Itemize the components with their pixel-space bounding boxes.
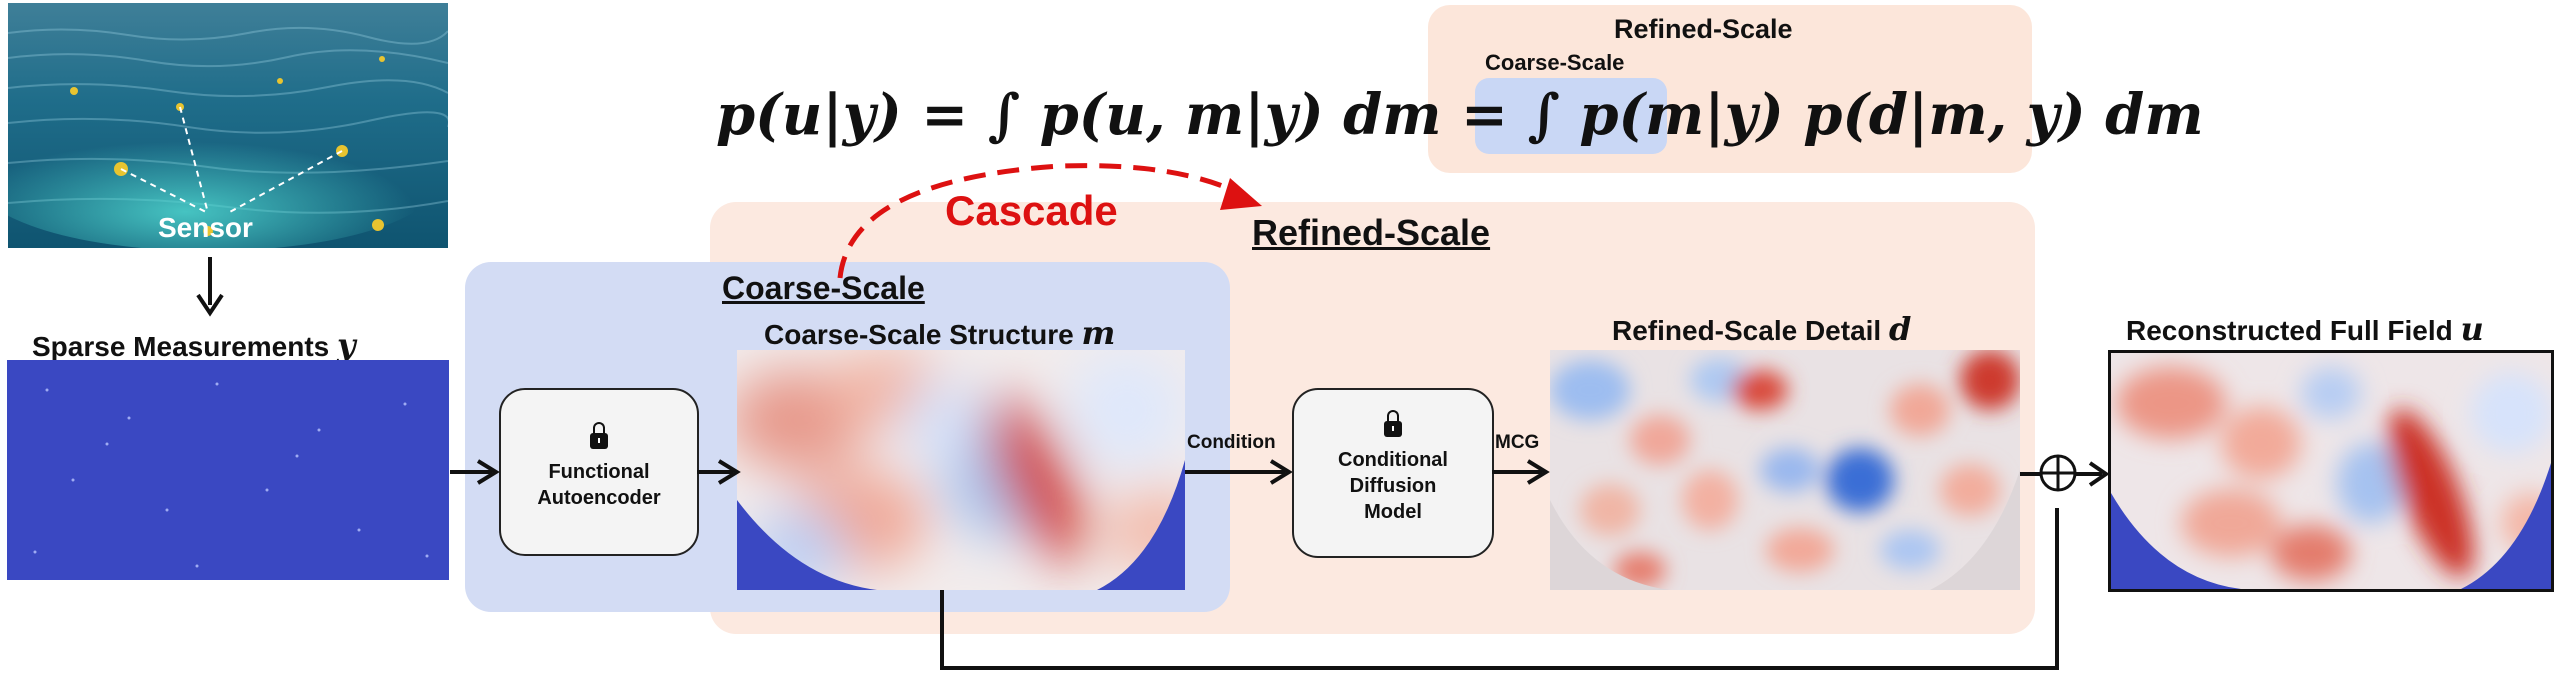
refined-detail-field: [1550, 350, 2020, 590]
autoencoder-line2: Autoencoder: [537, 487, 661, 509]
refined-detail-title: Refined-Scale Detail d: [1612, 310, 1911, 348]
formula-main: p(u|y) = ∫ p(u, m|y) dm = ∫ p(m|y) p(d|m…: [716, 82, 2204, 148]
functional-autoencoder-box: Functional Autoencoder: [499, 388, 699, 556]
coarse-term-highlight: [1475, 78, 1667, 154]
sensor-label: Sensor: [158, 212, 253, 243]
skip-connection: [940, 508, 2059, 670]
diffusion-line3: Model: [1364, 501, 1422, 523]
coarse-structure-title-text: Coarse-Scale Structure: [764, 319, 1074, 350]
diffusion-line1: Conditional: [1338, 449, 1448, 471]
formula-refined-term: p(d|m, y) dm: [1803, 82, 2204, 148]
arrow-mcg: [1492, 459, 1550, 485]
reconstructed-title-text: Reconstructed Full Field: [2126, 315, 2453, 346]
coarse-structure-title: Coarse-Scale Structure m: [764, 314, 1115, 352]
ocean-sensor-photo: [8, 3, 448, 248]
cascade-arrow: [837, 163, 1262, 279]
sparse-symbol: y: [337, 326, 356, 364]
formula-refined-label: Refined-Scale: [1614, 14, 1793, 44]
refined-panel-title: Refined-Scale: [1252, 212, 1491, 253]
reconstructed-field: [2108, 350, 2554, 592]
reconstructed-symbol: u: [2460, 310, 2484, 348]
oplus-icon: [2039, 454, 2077, 492]
lock-icon: [1384, 410, 1402, 437]
refined-detail-symbol: d: [1888, 310, 1912, 348]
coarse-structure-symbol: m: [1081, 314, 1116, 352]
coarse-panel-title: Coarse-Scale: [722, 270, 925, 306]
conditional-diffusion-model-box: Conditional Diffusion Model: [1292, 388, 1494, 558]
refined-detail-title-text: Refined-Scale Detail: [1612, 315, 1882, 346]
sparse-measurements-field: [7, 360, 449, 580]
autoencoder-line1: Functional: [548, 461, 650, 483]
reconstructed-title: Reconstructed Full Field u: [2126, 310, 2484, 348]
down-arrow: [196, 257, 224, 317]
cascade-label: Cascade: [945, 187, 1118, 234]
arrow-condition: [1185, 459, 1293, 485]
arrow-sparse-to-autoencoder: [450, 459, 500, 485]
arrow-autoencoder-to-coarse: [697, 459, 741, 485]
arrow-refined-to-sum: [2020, 472, 2042, 476]
coarse-structure-field: [737, 350, 1185, 590]
sparse-title-text: Sparse Measurements: [32, 331, 330, 362]
formula-coarse-label: Coarse-Scale: [1485, 50, 1625, 75]
formula-coarse-term: p(m|y): [1579, 82, 1784, 148]
diffusion-line2: Diffusion: [1349, 475, 1437, 497]
condition-label: Condition: [1187, 432, 1276, 453]
lock-icon: [590, 422, 608, 449]
sparse-title: Sparse Measurements y: [32, 326, 356, 364]
mcg-label: MCG: [1495, 432, 1540, 453]
arrow-sum-to-reconstructed: [2076, 461, 2110, 487]
formula-left: p(u|y) = ∫ p(u, m|y) dm = ∫: [716, 82, 1560, 148]
